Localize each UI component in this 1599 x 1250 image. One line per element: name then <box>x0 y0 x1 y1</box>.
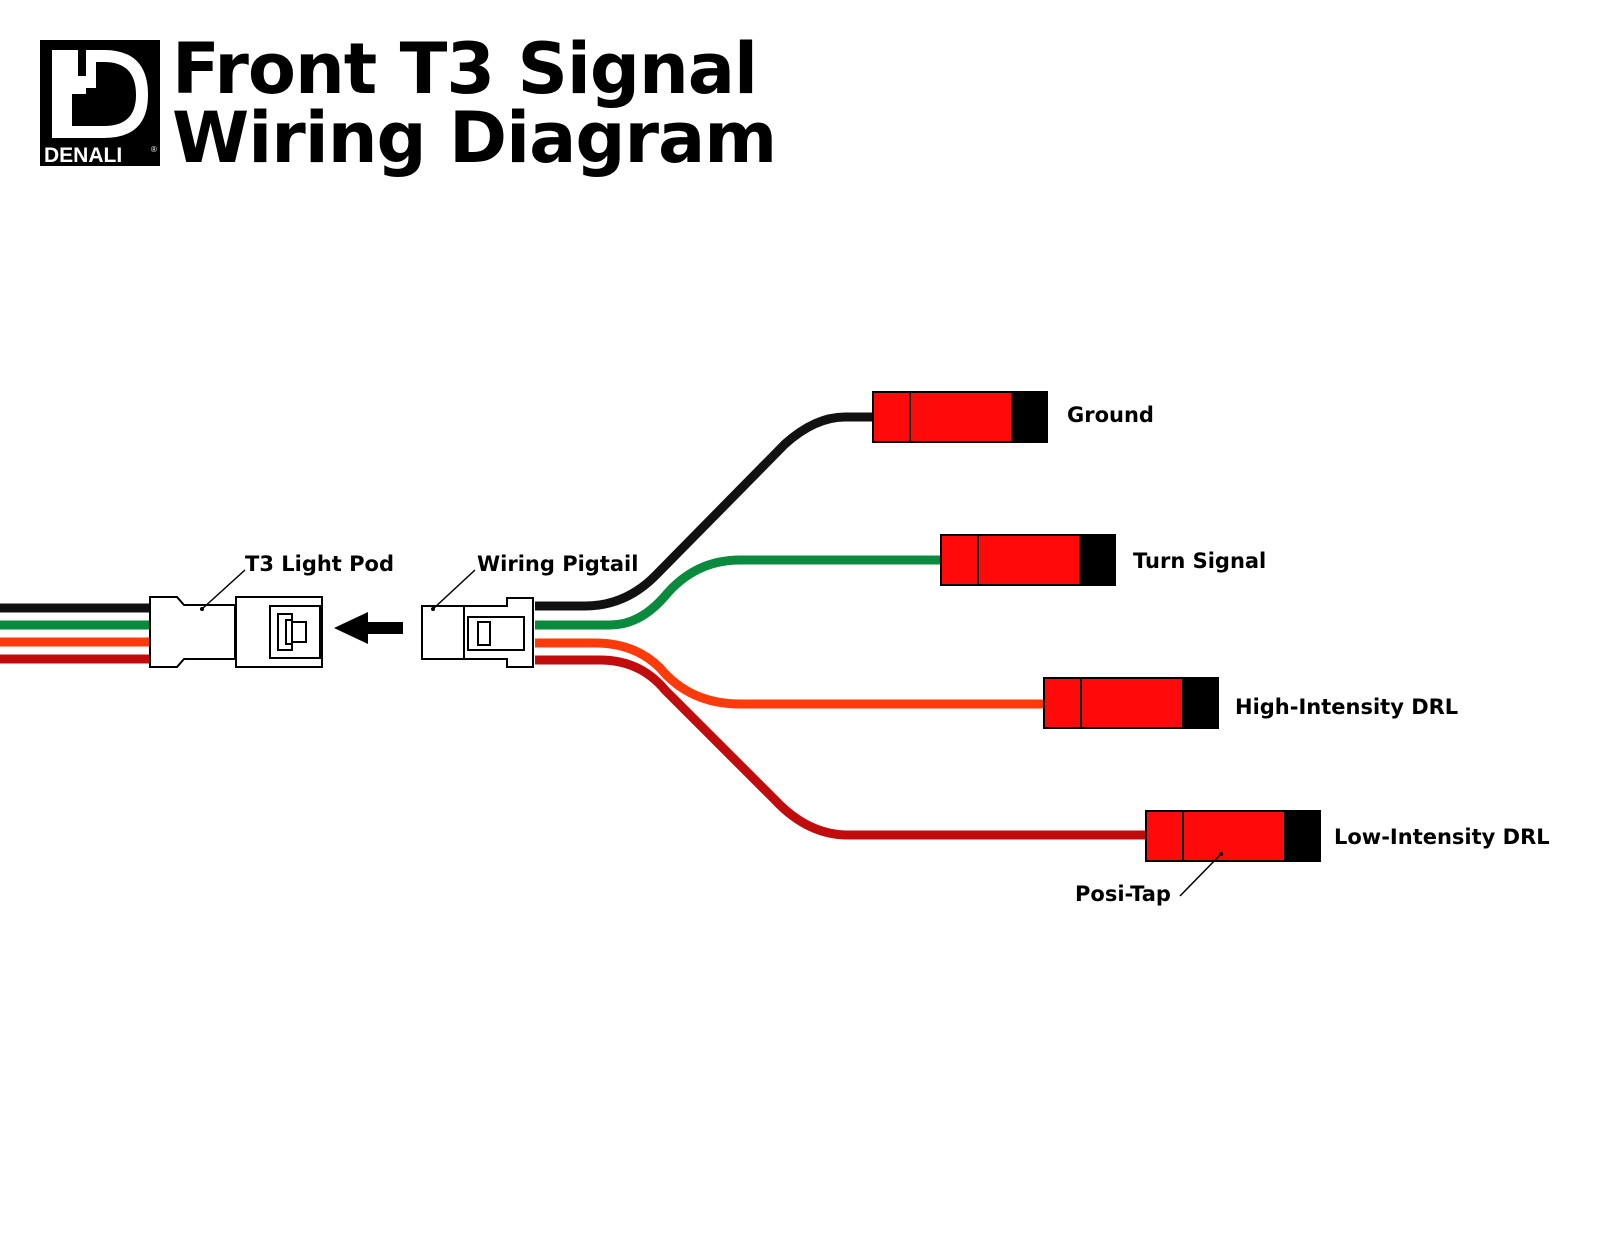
high-drl-wire <box>535 638 1047 709</box>
posi-tap-turn-signal <box>940 534 1116 586</box>
posi-tap-ground <box>872 391 1048 443</box>
light-pod-label: T3 Light Pod <box>245 552 394 576</box>
light-pod-wires <box>0 603 152 664</box>
page-title-line2: Wiring Diagram <box>172 97 776 179</box>
posi-tap-high-drl <box>1043 677 1219 729</box>
low-drl-label: Low-Intensity DRL <box>1334 825 1550 849</box>
posi-tap-low-drl <box>1145 810 1321 862</box>
ground-wire <box>535 412 875 611</box>
brand-name: DENALI <box>44 144 122 167</box>
denali-logo-icon: DENALI ® <box>40 40 160 167</box>
ground-label: Ground <box>1067 403 1154 427</box>
brand-registered-mark: ® <box>151 145 157 154</box>
page-title-line1: Front T3 Signal <box>172 28 757 110</box>
turn-signal-label: Turn Signal <box>1133 549 1266 573</box>
left-arrow-icon <box>334 612 403 644</box>
pigtail-connector <box>421 597 534 668</box>
low-drl-wire <box>535 655 1148 840</box>
branch-wires <box>535 412 1148 840</box>
light-pod-connector <box>149 596 323 668</box>
posi-tap-label: Posi-Tap <box>1075 882 1171 906</box>
turn-signal-wire <box>535 555 943 630</box>
high-drl-label: High-Intensity DRL <box>1235 695 1458 719</box>
pigtail-label: Wiring Pigtail <box>477 552 638 576</box>
